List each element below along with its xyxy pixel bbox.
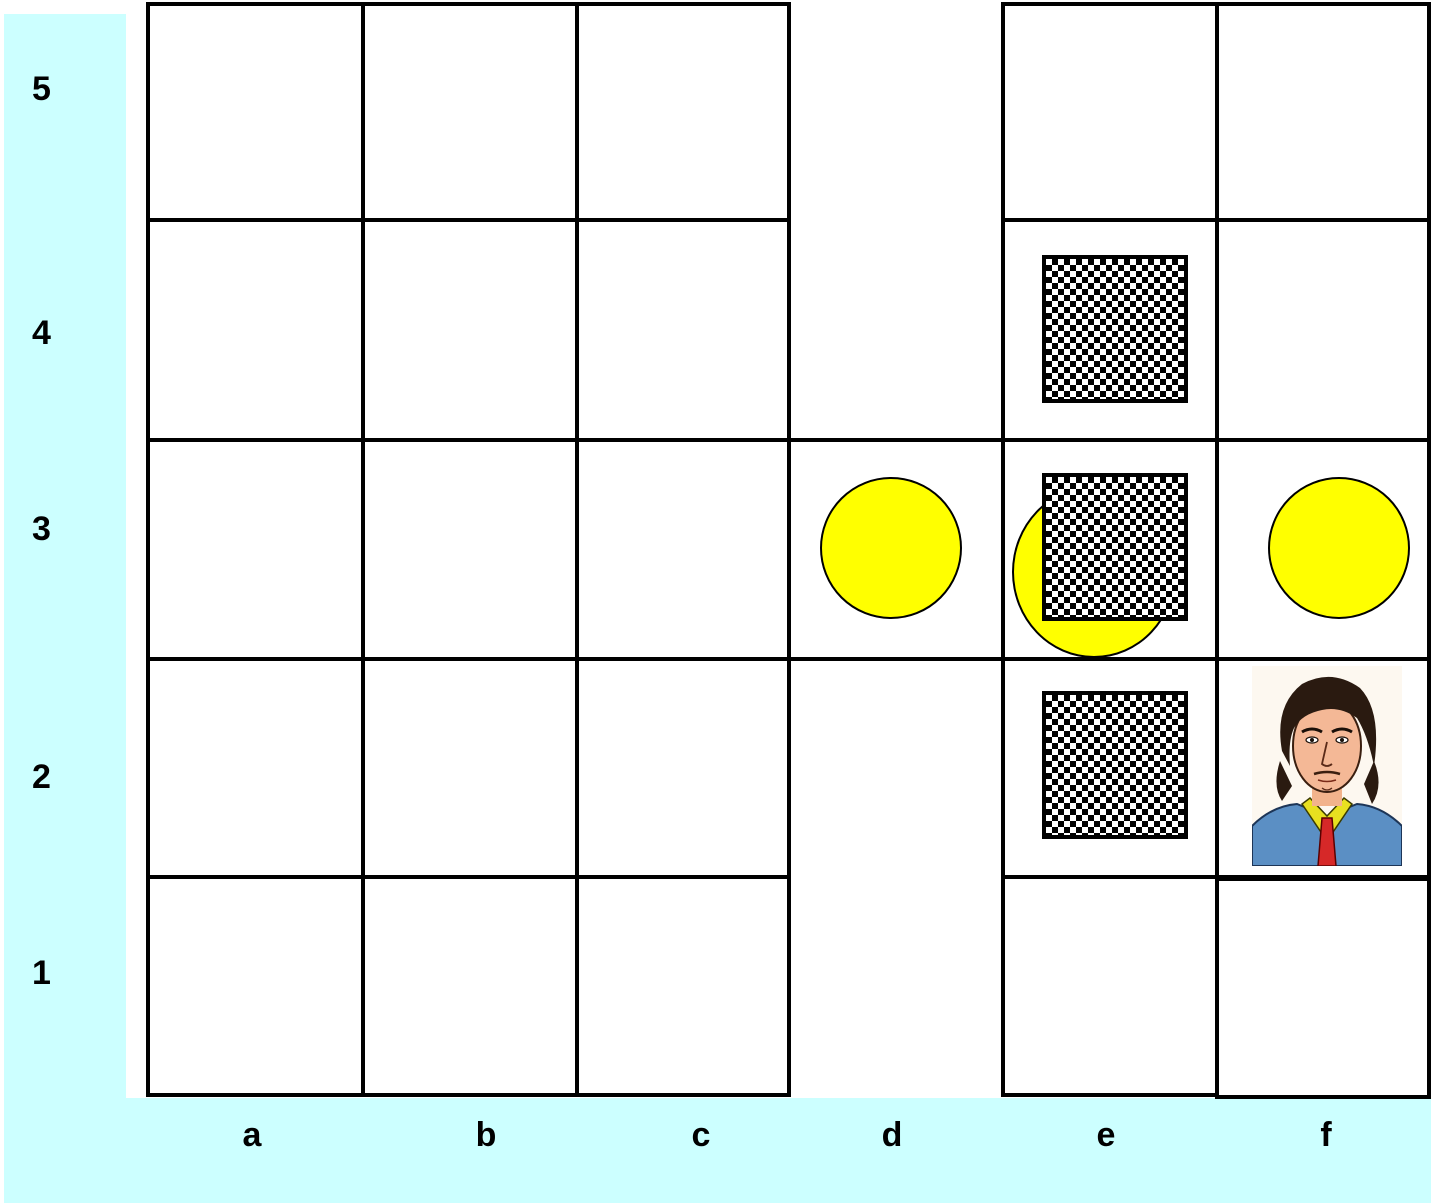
row-label-1: 1	[32, 956, 51, 990]
cell-f1[interactable]	[1215, 877, 1431, 1099]
col-label-a: a	[243, 1118, 262, 1152]
col-label-f: f	[1320, 1118, 1331, 1152]
cell-a2[interactable]	[146, 657, 365, 879]
checkered-wall-icon-e4	[1042, 255, 1188, 403]
cell-f5[interactable]	[1215, 2, 1431, 222]
coin-icon-d3	[820, 477, 962, 619]
col-label-e: e	[1097, 1118, 1116, 1152]
col-label-b: b	[476, 1118, 497, 1152]
checkered-wall-icon-e3	[1042, 473, 1188, 621]
checkered-wall-icon-e2	[1042, 691, 1188, 839]
coin-icon-f3	[1268, 477, 1410, 619]
col-label-c: c	[692, 1118, 711, 1152]
cell-a4[interactable]	[146, 218, 365, 442]
cell-e1[interactable]	[1001, 875, 1219, 1097]
cell-b1[interactable]	[361, 875, 579, 1097]
cell-b3[interactable]	[361, 438, 579, 661]
col-label-d: d	[882, 1118, 903, 1152]
cell-c5[interactable]	[575, 2, 791, 222]
cell-b2[interactable]	[361, 657, 579, 879]
player-portrait-icon[interactable]	[1252, 666, 1402, 866]
cell-b4[interactable]	[361, 218, 579, 442]
column-label-band	[4, 1098, 1431, 1203]
cell-c2[interactable]	[575, 657, 791, 879]
row-label-5: 5	[32, 72, 51, 106]
cell-b5[interactable]	[361, 2, 579, 222]
cell-c1[interactable]	[575, 875, 791, 1097]
cell-a1[interactable]	[146, 875, 365, 1097]
cell-c4[interactable]	[575, 218, 791, 442]
cell-a5[interactable]	[146, 2, 365, 222]
row-label-band	[4, 14, 126, 1203]
row-label-3: 3	[32, 512, 51, 546]
cell-f4[interactable]	[1215, 218, 1431, 442]
cell-a3[interactable]	[146, 438, 365, 661]
row-label-2: 2	[32, 760, 51, 794]
row-label-4: 4	[32, 316, 51, 350]
cell-c3[interactable]	[575, 438, 791, 661]
cell-e5[interactable]	[1001, 2, 1219, 222]
